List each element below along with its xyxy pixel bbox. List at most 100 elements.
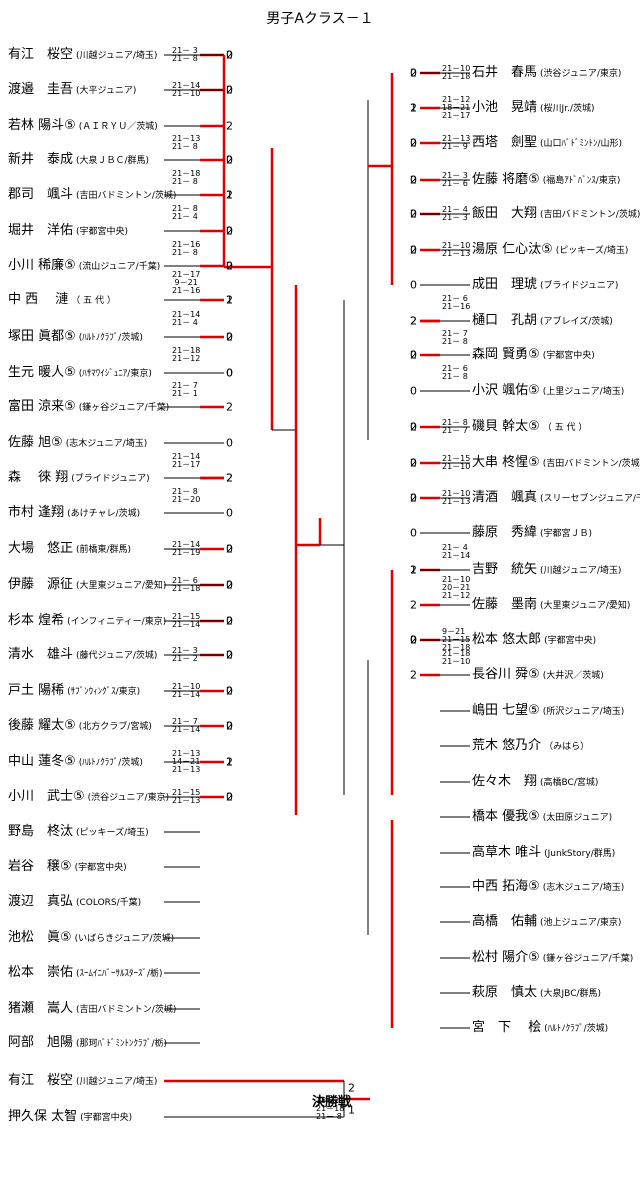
player-name: 戸土 陽稀 [8,683,65,698]
player-row: 富田 涼来⑤(鎌ヶ谷ジュニア/千葉) [8,397,169,417]
set-score: 0 [410,633,417,647]
player-row: 石井 春馬(渋谷ジュニア/東京) [472,63,621,83]
player-name: 渡辺 真弘 [8,894,74,909]
match-score: 21－ 4 21－14 [442,542,471,560]
player-team: (川越ジュニア/埼玉) [76,51,158,61]
match-score: 21－ 6 21－16 [442,294,471,311]
player-team: (宇都宮ＪＢ) [540,529,593,539]
player-team: （みはら） [544,742,590,752]
player-name: 中 西 漣 [8,292,69,307]
player-name: 佐藤 墨南 [472,597,538,612]
player-team: (ｻﾌﾞﾝｳｨﾝｸﾞｽ/東京) [67,687,141,697]
match-score: 21－13 21－ 8 [172,134,201,151]
player-team: (ｽｰﾑｲﾆﾊﾞｰｻﾙｽﾀｰｽﾞ/栃) [76,969,163,979]
player-team: (福島ｱﾄﾞﾊﾞﾝｽ/東京) [542,176,621,186]
player-name: 中山 蓮冬⑤ [8,754,76,769]
player-name: 大串 柊惺⑤ [472,455,540,470]
player-name: 有江 桜空 [8,1073,74,1088]
player-row: 清酒 颯真(スリーセブンジュニア/千葉) [472,488,640,508]
player-team: (大井沢／茨城) [542,671,604,681]
match-score: 21－15 21－10 [442,454,471,471]
player-team: (志木ジュニア/埼玉) [65,439,148,449]
set-score: 1 [410,101,417,115]
match-score: 21－12 18－21 21－17 [442,95,471,120]
player-row: 高草木 唯斗(JunkStory/群馬) [472,843,615,863]
player-name: 長谷川 舜⑤ [472,667,540,682]
player-name: 富田 涼来⑤ [8,399,76,414]
set-score: 2 [410,101,417,115]
player-row: 荒木 悠乃介（みはら） [472,736,589,756]
match-score: 21－10 21－13 [442,489,471,506]
player-row: 小川 稀廉⑤(流山ジュニア/千葉) [8,256,160,276]
set-score: 0 [226,578,233,592]
set-score: 2 [226,790,233,804]
player-row: 宮 下 桧(ﾊﾙﾄﾉｸﾗﾌﾞ/茨城) [472,1018,608,1038]
match-score: 21－18 21－12 [172,346,201,363]
set-score: 1 [226,293,233,307]
player-team: (ﾊﾙﾄﾉｸﾗﾌﾞ/茨城) [544,1024,609,1034]
player-row: 橋本 優我⑤(太田原ジュニア) [472,807,612,827]
player-name: 橋本 優我⑤ [472,809,540,824]
match-score: 21－14 21－19 [172,540,201,557]
player-row: 飯田 大翔(吉田バドミントン/茨城) [472,204,640,224]
player-row: 松村 陽介⑤(鎌ヶ谷ジュニア/千葉) [472,948,633,968]
set-score: 2 [226,153,233,167]
set-score: 2 [226,293,233,307]
player-team: (COLORS/千葉) [76,898,142,908]
player-row: 戸土 陽稀(ｻﾌﾞﾝｳｨﾝｸﾞｽ/東京) [8,681,140,701]
player-row: 塚田 眞都⑤(ﾊﾙﾄﾉｸﾗﾌﾞ/茨城) [8,327,143,347]
match-score: 21－17 9－21 21－16 [172,270,201,295]
set-score: 0 [410,420,417,434]
player-row: 阿部 旭陽(那珂ﾊﾞﾄﾞﾐﾝﾄﾝｸﾗﾌﾞ/栃) [8,1033,167,1053]
player-row: 小沢 颯佑⑤(上里ジュニア/埼玉) [472,381,624,401]
player-name: 有江 桜空 [8,47,74,62]
match-score: 21－15 21－14 [172,612,201,629]
set-score: 2 [348,1081,355,1095]
player-team: (ＡＩＲＹＵ／茨城) [78,122,158,132]
player-row: 樋口 孔胡(アブレイズ/茨城) [472,311,613,331]
player-name: 阿部 旭陽 [8,1035,74,1050]
set-score: 2 [226,83,233,97]
player-team: (志木ジュニア/埼玉) [542,883,625,893]
player-row: 佐藤 旭⑤(志木ジュニア/埼玉) [8,433,147,453]
player-name: 佐々木 翔 [472,774,538,789]
player-row: 吉野 統矢(川越ジュニア/埼玉) [472,560,621,580]
player-row: 西塔 劍聖(山口ﾊﾞﾄﾞﾐﾝﾄﾝ/山形) [472,133,622,153]
match-score: 21－18 21－10 [442,648,471,666]
match-score: 21－ 6 21－ 8 [442,364,468,381]
set-score: 0 [410,66,417,80]
set-score: 2 [226,542,233,556]
player-row: 佐藤 墨南(大里東ジュニア/愛知) [472,595,630,615]
player-team: (那珂ﾊﾞﾄﾞﾐﾝﾄﾝｸﾗﾌﾞ/栃) [76,1039,168,1049]
player-name: 森岡 賢勇⑤ [472,347,540,362]
set-score: 2 [226,719,233,733]
player-row: 杉本 煌希(インフィニティー/東京) [8,611,166,631]
set-score: 0 [410,526,417,540]
set-score: 0 [410,348,417,362]
set-score: 2 [410,668,417,682]
player-name: 市村 逢翔 [8,505,65,520]
set-score: 2 [226,684,233,698]
player-name: 伊藤 源征 [8,577,74,592]
player-name: 郡司 颯斗 [8,187,74,202]
set-score: 0 [226,684,233,698]
player-team: (宇都宮中央) [76,227,129,237]
player-name: 岩谷 穣⑤ [8,859,72,874]
player-row: 中山 蓮冬⑤(ﾊﾙﾄﾉｸﾗﾌﾞ/茨城) [8,752,143,772]
set-score: 0 [226,436,233,450]
player-name: 嶋田 七望⑤ [472,703,540,718]
final-title: 決勝戦 [312,1095,352,1110]
match-score: 9－21 21－15 21－18 [442,627,471,652]
match-score: 21－10 21－14 [172,682,201,699]
player-row: 新井 泰成(大泉ＪＢＣ/群馬) [8,150,149,170]
player-row: 有江 桜空(川越ジュニア/埼玉) [8,1071,157,1091]
player-team: (川越ジュニア/埼玉) [540,566,622,576]
player-team: (鎌ヶ谷ジュニア/千葉) [78,403,170,413]
player-team: (池上ジュニア/東京) [540,918,622,928]
player-row: 市村 逢翔(あけチャレ/茨城) [8,503,140,523]
player-row: 押久保 太智(宇都宮中央) [8,1107,132,1127]
player-name: 飯田 大翔 [472,206,538,221]
player-row: 松本 悠太郎(宇都宮中央) [472,630,596,650]
player-name: 杉本 煌希 [8,613,65,628]
set-score: 0 [410,384,417,398]
